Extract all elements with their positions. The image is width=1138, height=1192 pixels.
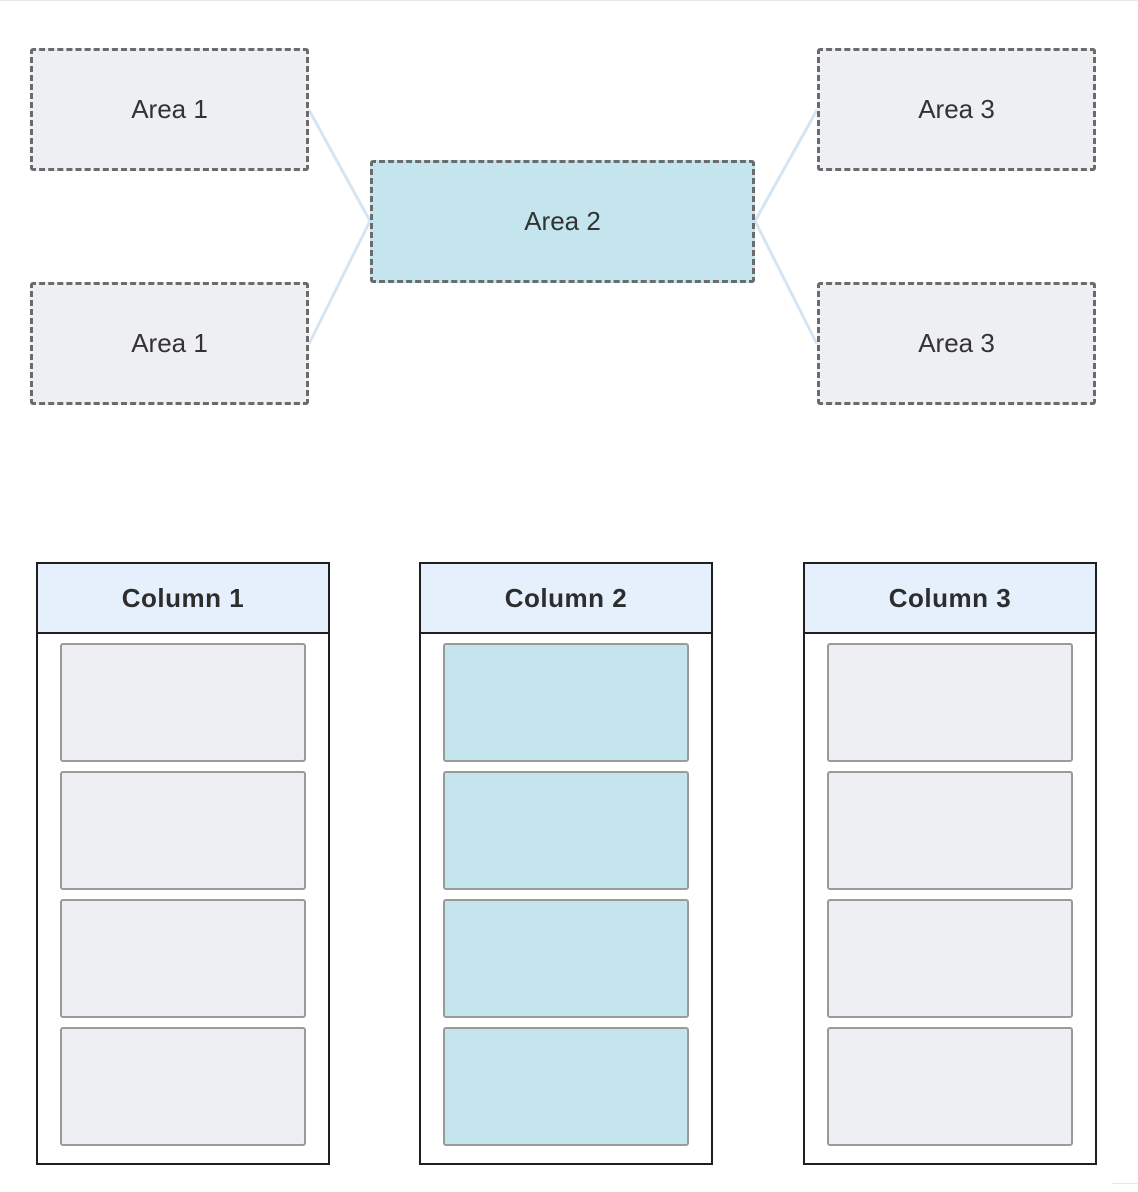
area-label: Area 1 — [131, 328, 208, 358]
column-card[interactable] — [443, 643, 689, 762]
area-1-top[interactable]: Area 1 — [30, 48, 309, 171]
connector-area1-top-to-area2 — [307, 109, 372, 222]
area-label: Area 2 — [524, 206, 601, 236]
column-2: Column 2 — [419, 562, 713, 1165]
column-card[interactable] — [443, 1027, 689, 1146]
area-3-top[interactable]: Area 3 — [817, 48, 1096, 171]
column-card[interactable] — [827, 899, 1073, 1018]
area-1-bottom[interactable]: Area 1 — [30, 282, 309, 405]
connector-area2-to-area3-top — [753, 109, 819, 222]
column-card[interactable] — [827, 1027, 1073, 1146]
column-body — [38, 634, 328, 1146]
connector-area2-to-area3-bottom — [753, 220, 819, 345]
column-card[interactable] — [60, 1027, 306, 1146]
column-card[interactable] — [60, 899, 306, 1018]
area-3-bottom[interactable]: Area 3 — [817, 282, 1096, 405]
column-card[interactable] — [827, 643, 1073, 762]
column-1: Column 1 — [36, 562, 330, 1165]
column-card[interactable] — [827, 771, 1073, 890]
column-header: Column 3 — [805, 564, 1095, 634]
column-card[interactable] — [60, 643, 306, 762]
column-card[interactable] — [60, 771, 306, 890]
column-header: Column 2 — [421, 564, 711, 634]
column-body — [805, 634, 1095, 1146]
column-3: Column 3 — [803, 562, 1097, 1165]
corner-divider — [1112, 1183, 1138, 1184]
column-card[interactable] — [443, 771, 689, 890]
column-header: Column 1 — [38, 564, 328, 634]
top-divider — [0, 0, 1138, 1]
column-card[interactable] — [443, 899, 689, 1018]
area-label: Area 3 — [918, 328, 995, 358]
column-body — [421, 634, 711, 1146]
area-2[interactable]: Area 2 — [370, 160, 755, 283]
connector-area1-bottom-to-area2 — [307, 220, 372, 345]
area-label: Area 3 — [918, 94, 995, 124]
area-label: Area 1 — [131, 94, 208, 124]
